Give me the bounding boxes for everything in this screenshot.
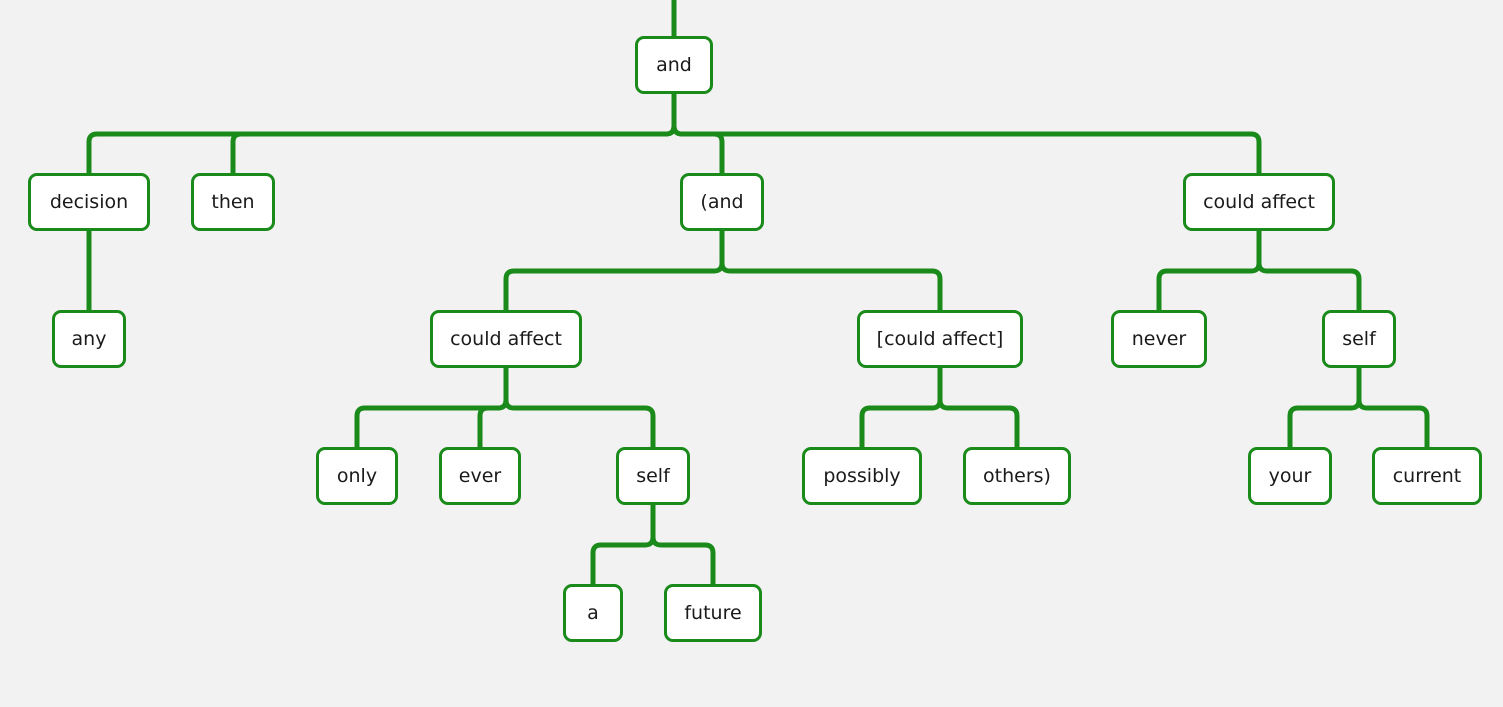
edge-n-could-affect-1-to-n-self-1 (503, 365, 656, 450)
node-then: then (191, 173, 275, 231)
edge-n-could-affect-bracket-to-n-possibly (859, 365, 943, 450)
node-possibly: possibly (802, 447, 922, 505)
edge-n-and-to-n-then (230, 91, 677, 176)
node-self: self (616, 447, 690, 505)
node-could-affect: could affect (1183, 173, 1335, 231)
edge-n-and2-to-n-could-affect-1 (503, 228, 725, 313)
node-only: only (316, 447, 398, 505)
node-future: future (664, 584, 762, 642)
edge-n-could-affect-2-to-n-self-2 (1256, 228, 1362, 313)
node-never: never (1111, 310, 1207, 368)
edge-n-could-affect-1-to-n-ever (477, 365, 509, 450)
node-current: current (1372, 447, 1482, 505)
edge-n-and2-to-n-could-affect-bracket (719, 228, 943, 313)
node-could-affect-bracketed: [could affect] (857, 310, 1023, 368)
edge-n-self-2-to-n-your (1287, 365, 1362, 450)
node-ever: ever (439, 447, 521, 505)
edge-n-could-affect-2-to-n-never (1156, 228, 1262, 313)
node-a: a (563, 584, 623, 642)
edge-n-and-to-n-could-affect-2 (671, 91, 1262, 176)
edge-n-self-1-to-n-a (590, 502, 656, 587)
edge-n-self-2-to-n-current (1356, 365, 1430, 450)
node-could-affect: could affect (430, 310, 582, 368)
node-self: self (1322, 310, 1396, 368)
edge-n-could-affect-bracket-to-n-others (937, 365, 1020, 450)
node-and: and (635, 36, 713, 94)
node-others: others) (963, 447, 1071, 505)
edge-n-self-1-to-n-future (650, 502, 716, 587)
node-your: your (1248, 447, 1332, 505)
node-any: any (52, 310, 126, 368)
node-open-and: (and (680, 173, 764, 231)
node-decision: decision (28, 173, 150, 231)
